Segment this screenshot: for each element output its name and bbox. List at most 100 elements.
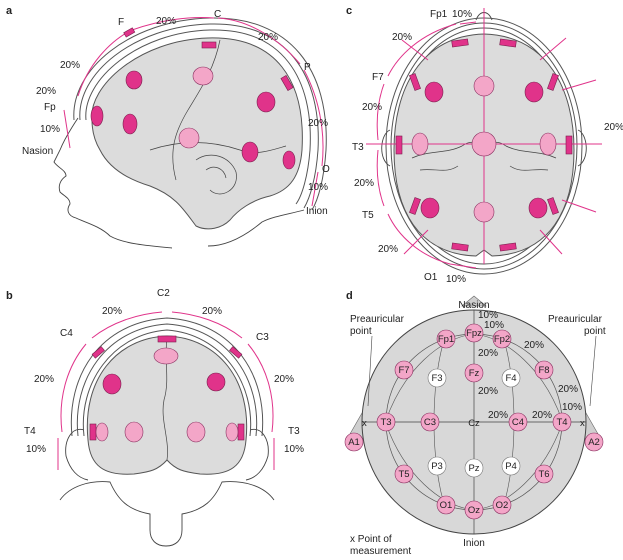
pct-b-left-top: 20% (102, 306, 122, 317)
electrode-c-cz (471, 131, 497, 157)
svg-text:O1: O1 (440, 500, 453, 511)
svg-text:C3: C3 (424, 417, 436, 428)
svg-text:T3: T3 (380, 417, 391, 428)
pct-d-3: 20% (478, 348, 498, 359)
coronal-arcs (385, 333, 563, 511)
skull-line-mid (79, 23, 319, 209)
electrode-c4: C4 (508, 412, 528, 432)
label-preauricular-right-2: point (584, 326, 606, 337)
electrode-p4: P4 (501, 456, 521, 476)
preauricular-leaders (367, 335, 597, 407)
electrode-a-f (125, 70, 143, 90)
svg-text:C4: C4 (512, 417, 524, 428)
panel-d-label: d (346, 290, 353, 302)
arc-b-right (247, 343, 274, 433)
electrode-a-t5 (241, 141, 259, 163)
electrode-c-p3 (420, 197, 440, 219)
arc-b-left (60, 343, 87, 433)
pct-d-9: 10% (562, 402, 582, 413)
label-a-inion: Inion (306, 206, 328, 217)
central-sulcus (172, 39, 221, 181)
arc-fc (131, 17, 215, 31)
label-b-c3: C3 (256, 332, 269, 343)
electrode-c-t3-edge (395, 135, 403, 155)
legend-line-2: measurement (350, 546, 411, 557)
skull-b-mid (76, 323, 258, 437)
ear-helix (195, 154, 237, 195)
arc-c-back (387, 213, 477, 269)
arc-f (77, 31, 129, 97)
svg-text:T5: T5 (398, 469, 409, 480)
electrode-t6: T6 (534, 464, 554, 484)
label-a-f: F (118, 17, 124, 28)
skull-b-outer (70, 317, 264, 437)
arc-c-front (387, 21, 477, 77)
pct-d-8: 20% (532, 410, 552, 421)
svg-text:T6: T6 (538, 469, 549, 480)
label-b-c4: C4 (60, 328, 73, 339)
electrode-b-p4 (124, 421, 144, 443)
panel-b: b C2 C4 C3 T4 T3 20% (6, 288, 304, 547)
panel-b-label: b (6, 290, 13, 302)
label-c-f7: F7 (372, 72, 384, 83)
electrode-a2: A2 (584, 432, 604, 452)
panel-a-label: a (6, 5, 13, 17)
label-b-t4: T4 (24, 426, 36, 437)
ear-right (245, 428, 269, 481)
arc-cp (217, 17, 301, 65)
label-a-p: P (304, 62, 311, 73)
label-d-inion: Inion (463, 538, 485, 549)
skull-b-inner (82, 329, 252, 437)
pct-b-left: 20% (34, 374, 54, 385)
label-c-t3: T3 (352, 142, 364, 153)
svg-text:F7: F7 (398, 365, 409, 376)
electrode-c-o1-edge (451, 242, 469, 252)
electrode-b-c3 (206, 372, 226, 392)
ear-left (65, 428, 89, 481)
electrode-b-t4-edge (89, 423, 97, 441)
pct-b-left-10: 10% (26, 444, 46, 455)
electrode-p3: P3 (427, 456, 447, 476)
svg-text:A1: A1 (348, 437, 360, 448)
svg-text:Fpz: Fpz (466, 328, 482, 339)
panel-c-label: c (346, 5, 352, 17)
neck-outline (207, 209, 305, 247)
arc-oi (311, 171, 319, 207)
legend-line-1: x Point of (350, 534, 392, 545)
pct-a-po: 20% (308, 118, 328, 129)
pct-b-right-10: 10% (284, 444, 304, 455)
electrode-c-fp1-edge (451, 38, 469, 48)
pct-d-2: 10% (484, 320, 504, 331)
electrode-fp2: Fp2 (492, 329, 512, 349)
electrode-o1: O1 (436, 495, 456, 515)
electrode-fpz: Fpz (464, 323, 484, 343)
nose-wedge (461, 295, 487, 307)
electrode-b-t4 (95, 422, 109, 442)
svg-text:T4: T4 (556, 417, 567, 428)
sulci-c (419, 165, 549, 171)
electrode-a-fp (90, 105, 104, 127)
label-a-c: C (214, 9, 221, 20)
electrode-f7: F7 (394, 360, 414, 380)
svg-text:F3: F3 (431, 373, 442, 384)
svg-text:P4: P4 (505, 461, 517, 472)
pct-a-cp: 20% (258, 32, 278, 43)
electrode-a-c-top (201, 41, 217, 49)
electrode-b-c4-top (91, 346, 105, 359)
pct-a-fp-top: 20% (36, 86, 56, 97)
electrode-oz: Oz (464, 500, 484, 520)
arc-po (303, 69, 324, 167)
pct-a-oi: 10% (308, 182, 328, 193)
skull-line-inner (85, 29, 311, 205)
electrode-f8: F8 (534, 360, 554, 380)
electrode-c-p4 (528, 197, 548, 219)
electrode-a-o (282, 150, 296, 170)
label-d-nasion: Nasion (458, 300, 489, 311)
electrode-t5: T5 (394, 464, 414, 484)
pct-c-o1: 10% (446, 274, 466, 285)
electrode-a-p (256, 91, 276, 113)
electrode-f3: F3 (427, 368, 447, 388)
electrode-b-c3-top (229, 346, 243, 359)
pct-c-t3: 20% (354, 178, 374, 189)
svg-text:Fp2: Fp2 (494, 334, 510, 345)
